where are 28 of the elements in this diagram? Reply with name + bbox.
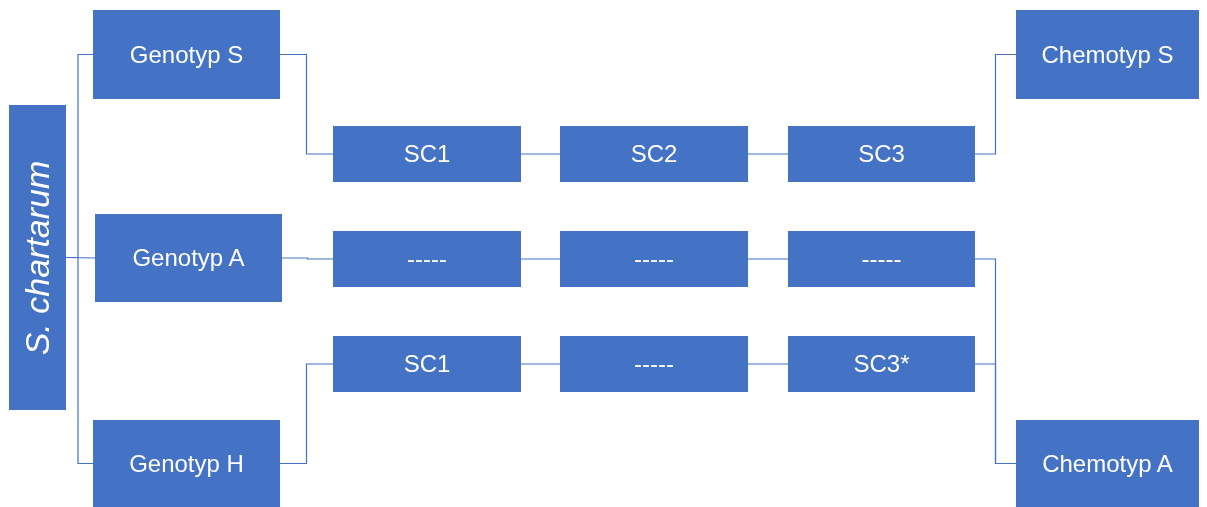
process-box: SC1	[333, 126, 521, 182]
connector-line	[974, 363, 1017, 465]
process-box: -----	[560, 231, 748, 287]
connector-line	[520, 258, 561, 260]
connector-line	[520, 153, 561, 155]
title-bar	[9, 105, 66, 410]
connector-line	[279, 363, 334, 465]
connector-line	[747, 153, 789, 155]
connector-line	[281, 257, 334, 260]
process-box: Chemotyp A	[1016, 420, 1199, 507]
rotated-label: S. chartarum	[20, 160, 55, 355]
process-box: SC3*	[788, 336, 975, 392]
process-box: SC2	[560, 126, 748, 182]
connector-line	[520, 363, 561, 365]
process-box: SC1	[333, 336, 521, 392]
process-box: SC3	[788, 126, 975, 182]
connector-line	[279, 53, 334, 155]
process-box: Chemotyp S	[1016, 10, 1199, 99]
connector-line	[974, 53, 1017, 155]
process-box: -----	[788, 231, 975, 287]
connector-line	[747, 363, 789, 365]
process-box: -----	[333, 231, 521, 287]
connector-line	[747, 258, 789, 260]
connector-line	[65, 256, 94, 465]
process-box: Genotyp H	[93, 420, 280, 507]
process-box: Genotyp S	[93, 10, 280, 99]
process-box: -----	[560, 336, 748, 392]
process-box: Genotyp A	[95, 214, 282, 302]
